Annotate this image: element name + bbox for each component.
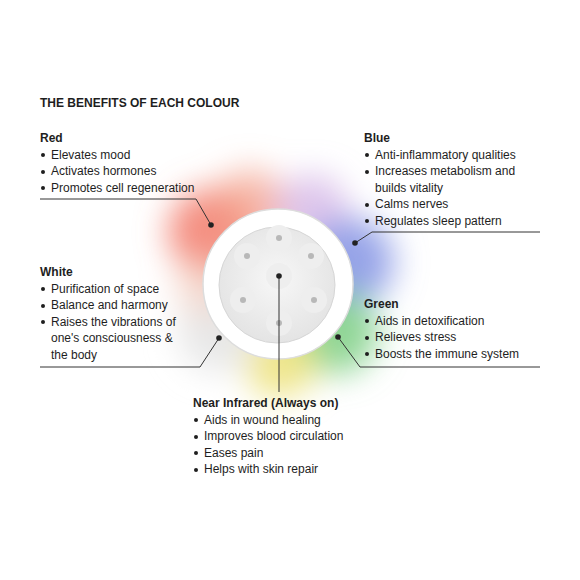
- device-housing: [203, 209, 353, 359]
- bullet-dot: [365, 336, 369, 340]
- bullet-dot: [41, 153, 45, 157]
- bullet-dot: [365, 352, 369, 356]
- bullet-dot: [41, 320, 45, 324]
- bullet-dot: [365, 203, 369, 207]
- bullet-item: Relieves stress: [364, 329, 540, 346]
- bullet-dot: [41, 304, 45, 308]
- benefit-block: RedElevates moodActivates hormonesPromot…: [40, 130, 230, 196]
- bullet-dot: [194, 435, 198, 439]
- bullet-item: Helps with skin repair: [193, 461, 413, 478]
- benefit-text: Relieves stress: [375, 329, 540, 346]
- colour-heading: Near Infrared (Always on): [193, 395, 413, 412]
- benefit-text: Calms nerves: [375, 196, 530, 213]
- benefit-block: BlueAnti-inflammatory qualitiesIncreases…: [364, 130, 530, 229]
- benefit-text: Eases pain: [204, 445, 413, 462]
- benefit-text: Increases metabolism and builds vitality: [375, 163, 530, 196]
- diagram-title: THE BENEFITS OF EACH COLOUR: [40, 95, 239, 111]
- benefit-text: Raises the vibrations of one's conscious…: [51, 314, 183, 364]
- benefit-text: Activates hormones: [51, 163, 230, 180]
- bullet-dot: [365, 219, 369, 223]
- benefit-text: Purification of space: [51, 281, 183, 298]
- benefit-text: Boosts the immune system: [375, 346, 540, 363]
- benefit-text: Promotes cell regeneration: [51, 180, 230, 197]
- bullet-item: Activates hormones: [40, 163, 230, 180]
- bullet-item: Balance and harmony: [40, 297, 183, 314]
- benefit-text: Elevates mood: [51, 147, 230, 164]
- bullet-dot: [365, 170, 369, 174]
- leader-dot: [276, 273, 282, 279]
- bullet-item: Calms nerves: [364, 196, 530, 213]
- bullet-item: Boosts the immune system: [364, 346, 540, 363]
- bullet-dot: [41, 186, 45, 190]
- bullet-item: Increases metabolism and builds vitality: [364, 163, 530, 196]
- bullet-dot: [365, 153, 369, 157]
- benefit-text: Helps with skin repair: [204, 461, 413, 478]
- bullet-item: Eases pain: [193, 445, 413, 462]
- bullet-item: Raises the vibrations of one's conscious…: [40, 314, 183, 364]
- bullet-dot: [194, 468, 198, 472]
- colour-heading: White: [40, 264, 183, 281]
- leader-dot: [352, 240, 358, 246]
- benefit-text: Regulates sleep pattern: [375, 213, 530, 230]
- bullet-dot: [194, 418, 198, 422]
- benefit-text: Improves blood circulation: [204, 428, 413, 445]
- leader-dot: [335, 334, 341, 340]
- benefit-text: Anti-inflammatory qualities: [375, 147, 530, 164]
- colour-heading: Blue: [364, 130, 530, 147]
- bullet-item: Elevates mood: [40, 147, 230, 164]
- benefit-block: GreenAids in detoxificationRelieves stre…: [364, 296, 540, 362]
- benefit-text: Aids in detoxification: [375, 313, 540, 330]
- benefit-text: Aids in wound healing: [204, 412, 413, 429]
- bullet-item: Promotes cell regeneration: [40, 180, 230, 197]
- leader-dot: [216, 335, 222, 341]
- bullet-dot: [194, 451, 198, 455]
- bullet-dot: [41, 287, 45, 291]
- bullet-item: Aids in detoxification: [364, 313, 540, 330]
- benefit-block: Near Infrared (Always on)Aids in wound h…: [193, 395, 413, 478]
- bullet-item: Anti-inflammatory qualities: [364, 147, 530, 164]
- benefit-block: WhitePurification of spaceBalance and ha…: [40, 264, 183, 363]
- bullet-item: Purification of space: [40, 281, 183, 298]
- colour-heading: Red: [40, 130, 230, 147]
- leader-dot: [208, 222, 214, 228]
- leader-line: [40, 199, 211, 225]
- leader-line: [355, 232, 540, 243]
- bullet-item: Improves blood circulation: [193, 428, 413, 445]
- leader-line: [279, 276, 280, 392]
- bullet-item: Aids in wound healing: [193, 412, 413, 429]
- colour-heading: Green: [364, 296, 540, 313]
- bullet-dot: [365, 319, 369, 323]
- bullet-dot: [41, 170, 45, 174]
- bullet-item: Regulates sleep pattern: [364, 213, 530, 230]
- benefit-text: Balance and harmony: [51, 297, 183, 314]
